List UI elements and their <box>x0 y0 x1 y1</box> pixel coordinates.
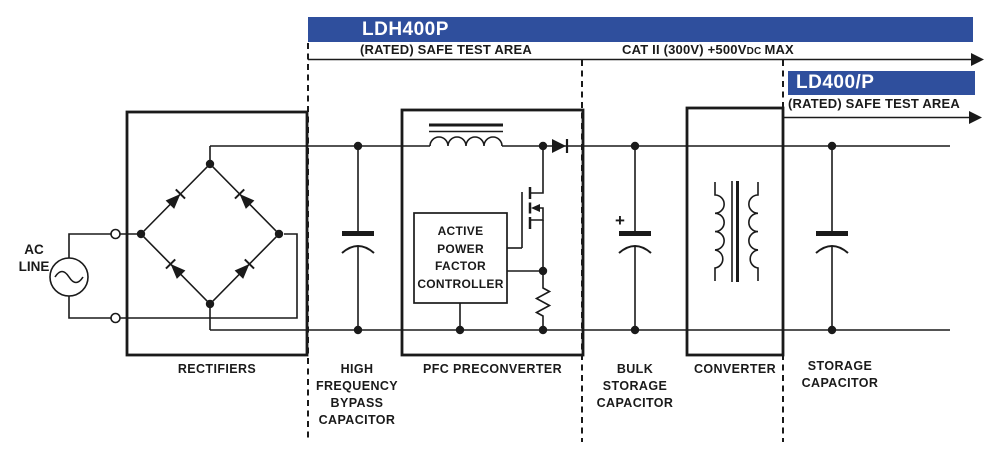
pfc-preconverter-label: PFC PRECONVERTER <box>422 362 563 376</box>
bulk-label-line-1: BULK <box>616 362 654 376</box>
hf-label-line-2: FREQUENCY <box>315 379 399 393</box>
bulk-storage-capacitor-label: BULK STORAGE CAPACITOR <box>585 361 685 412</box>
sense-resistor-symbol <box>507 266 552 335</box>
active-pfc-controller-label: ACTIVE POWER FACTOR CONTROLLER <box>414 213 507 303</box>
ac-line-label-line1: AC <box>24 242 44 257</box>
controller-line-4: CONTROLLER <box>417 276 504 291</box>
bypass-capacitor-symbol <box>341 141 375 335</box>
hf-label-line-4: CAPACITOR <box>318 413 396 427</box>
storage-label-line-1: STORAGE <box>807 359 873 373</box>
converter-box <box>685 106 785 357</box>
banner-ldh400p-label: LDH400P <box>362 18 449 40</box>
ac-line-label: AC LINE <box>8 241 60 275</box>
storage-capacitor-label: STORAGE CAPACITOR <box>790 358 890 392</box>
input-terminal-top <box>110 228 121 240</box>
controller-line-1: ACTIVE <box>437 224 484 238</box>
rectifiers-box <box>125 110 309 357</box>
bulk-capacitor-symbol <box>618 141 652 335</box>
ac-source-icon <box>49 228 298 324</box>
converter-label: CONVERTER <box>693 362 777 376</box>
controller-line-2: POWER <box>437 241 484 256</box>
bulk-capacitor-polarity-sign: + <box>615 211 625 230</box>
bridge-diode-bottom-left <box>165 258 186 279</box>
cat-rating-main: CAT II (300V) +500V <box>622 42 747 57</box>
safe-test-arrow-ldh <box>308 53 984 66</box>
hf-bypass-capacitor-label: HIGH FREQUENCY BYPASS CAPACITOR <box>307 361 407 429</box>
diode-bridge <box>136 146 284 330</box>
mosfet-symbol <box>507 141 548 271</box>
rectifiers-label: RECTIFIERS <box>177 362 257 376</box>
banner-ldh400p: LDH400P <box>308 17 973 42</box>
boost-diode-symbol <box>552 139 569 153</box>
bulk-label-line-2: STORAGE <box>602 379 668 393</box>
storage-label-line-2: CAPACITOR <box>801 376 879 390</box>
hf-label-line-1: HIGH <box>340 362 374 376</box>
bridge-diode-bottom-right <box>234 258 255 279</box>
hf-label-line-3: BYPASS <box>330 396 384 410</box>
bulk-label-line-3: CAPACITOR <box>596 396 674 410</box>
banner-ld400p-label: LD400/P <box>796 72 875 93</box>
storage-capacitor-symbol <box>815 141 849 335</box>
banner-ld400p: LD400/P <box>788 71 975 95</box>
rated-safe-test-area-top: (RATED) SAFE TEST AREA <box>360 42 532 57</box>
safe-test-arrow-ld <box>783 111 982 124</box>
cat-rating-suffix: MAX <box>764 42 794 57</box>
cat-rating-subscript: DC <box>746 46 762 57</box>
controller-line-3: FACTOR <box>435 259 486 273</box>
ac-line-label-line2: LINE <box>18 259 50 274</box>
input-terminal-bottom <box>110 312 121 324</box>
controller-box <box>413 212 508 335</box>
bridge-diode-top-left <box>165 188 186 209</box>
bridge-diode-top-right <box>234 188 255 209</box>
boost-inductor-symbol <box>429 123 503 147</box>
transformer-symbol <box>714 181 759 282</box>
pfc-box <box>400 108 585 357</box>
rated-safe-test-area-right: (RATED) SAFE TEST AREA <box>788 96 960 111</box>
